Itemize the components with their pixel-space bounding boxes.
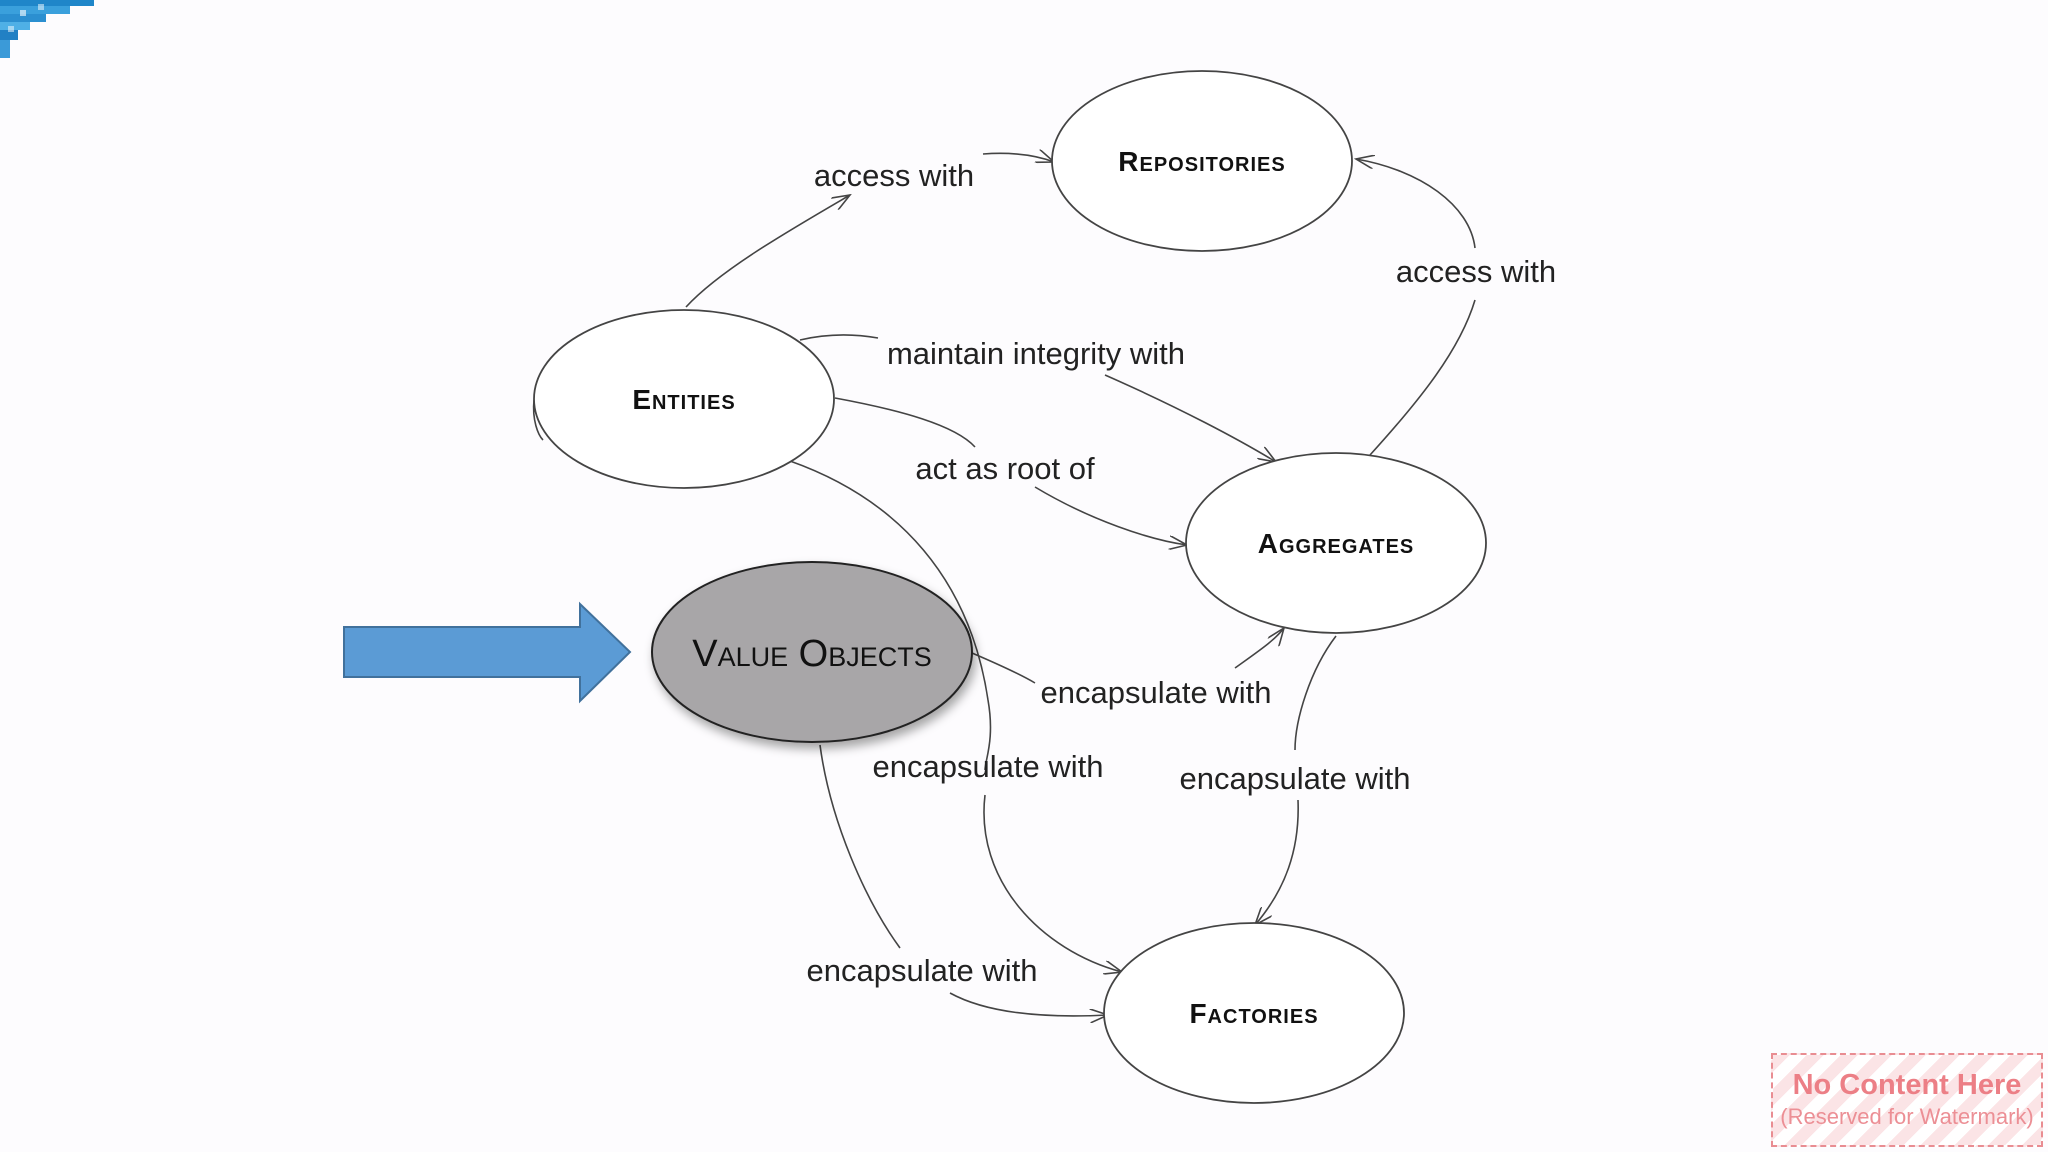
edges [532,153,1476,1016]
watermark-placeholder: No Content Here (Reserved for Watermark) [1771,1053,2043,1147]
edge-entities-to-aggregates-integrity-2 [1104,374,1276,462]
node-label-aggregates: Aggregates [1258,528,1415,559]
label-aggregates-factories: encapsulate with [1180,761,1411,796]
watermark-subtitle: (Reserved for Watermark) [1780,1104,2034,1129]
node-factories: Factories [1103,922,1405,1104]
edge-entities-to-repositories-head [982,153,1054,162]
node-entities: Entities [533,309,835,489]
edge-value-objects-to-aggregates-2 [1234,628,1284,669]
label-entities-aggregates-root: act as root of [915,451,1095,486]
edge-entities-to-aggregates-root [834,397,976,448]
edge-aggregates-to-factories-2 [1255,799,1299,925]
value-objects-ellipse [651,561,973,743]
node-label-value-objects: Value Objects [692,633,932,675]
label-entities-aggregates-integrity: maintain integrity with [887,336,1185,371]
node-label-repositories: Repositories [1118,146,1285,177]
edge-entities-to-factories [789,460,992,771]
edge-value-objects-to-aggregates [971,652,1036,684]
edge-value-objects-to-factories [819,744,901,949]
node-label-entities: Entities [632,384,735,415]
pixel-mosaic-corner-decoration [0,0,94,58]
node-aggregates: Aggregates [1185,452,1487,634]
label-value-objects-aggregates: encapsulate with [1041,675,1272,710]
edge-value-objects-to-factories-2 [949,992,1108,1016]
blue-pointer-arrow [343,601,632,704]
label-entities-factories: encapsulate with [873,749,1104,784]
edge-aggregates-to-factories [1294,635,1337,751]
node-label-factories: Factories [1189,998,1318,1029]
watermark-title: No Content Here [1792,1069,2022,1101]
label-aggregates-repositories: access with [1396,254,1556,289]
edge-labels: access with access with maintain integri… [807,158,1557,988]
edge-entities-to-aggregates-root-2 [1034,486,1187,545]
label-entities-repositories: access with [814,158,974,193]
node-repositories: Repositories [1051,70,1353,252]
edge-entities-to-repositories [685,195,850,308]
edge-entities-to-aggregates-integrity [799,334,879,341]
node-value-objects-highlighted: Value Objects [651,561,973,743]
edge-entities-to-factories-2 [983,794,1122,972]
label-value-objects-factories: encapsulate with [807,953,1038,988]
edge-aggregates-to-repositories [1356,159,1476,456]
